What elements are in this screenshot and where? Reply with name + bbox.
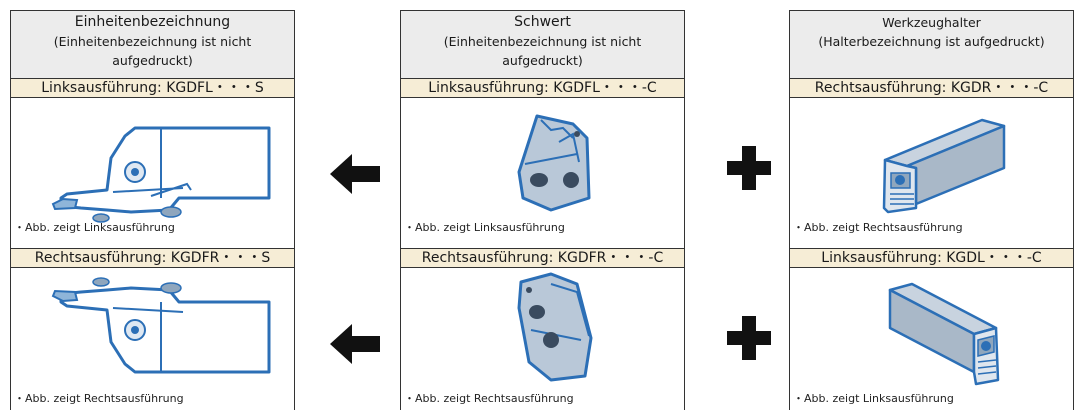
blade-illustration-right bbox=[401, 268, 684, 393]
arrow-left-icon bbox=[330, 152, 382, 196]
column-title: Schwert bbox=[514, 14, 571, 30]
column-subtitle-cont: aufgedruckt) bbox=[502, 53, 583, 68]
column-header: Einheitenbezeichnung (Einheitenbezeichnu… bbox=[11, 10, 294, 78]
variant-label: Rechtsausführung: KGDR・・・-C bbox=[790, 78, 1073, 98]
illustration-caption: ・Abb. zeigt Rechtsausführung bbox=[793, 221, 963, 234]
illustration-caption: ・Abb. zeigt Linksausführung bbox=[793, 392, 954, 405]
column-title: Werkzeughalter bbox=[882, 15, 981, 30]
plus-icon bbox=[725, 144, 773, 192]
variant-label: Linksausführung: KGDFL・・・-C bbox=[401, 78, 684, 98]
column-subtitle-cont: aufgedruckt) bbox=[112, 53, 193, 68]
column-unit: Einheitenbezeichnung (Einheitenbezeichnu… bbox=[10, 10, 295, 410]
unit-illustration-left bbox=[11, 98, 294, 228]
blade-illustration-left bbox=[401, 98, 684, 228]
variant-label: Rechtsausführung: KGDFR・・・-C bbox=[401, 248, 684, 268]
variant-label: Rechtsausführung: KGDFR・・・S bbox=[11, 248, 294, 268]
holder-illustration-left bbox=[790, 268, 1073, 393]
column-header: Werkzeughalter (Halterbezeichnung ist au… bbox=[790, 10, 1073, 78]
column-subtitle: (Einheitenbezeichnung ist nicht bbox=[53, 34, 252, 49]
unit-illustration-right bbox=[11, 268, 294, 393]
column-title: Einheitenbezeichnung bbox=[74, 14, 231, 30]
column-blade: Schwert (Einheitenbezeichnung ist nicht … bbox=[400, 10, 685, 410]
column-subtitle: (Halterbezeichnung ist aufgedruckt) bbox=[818, 34, 1045, 49]
illustration-caption: ・Abb. zeigt Rechtsausführung bbox=[14, 392, 184, 405]
column-subtitle: (Einheitenbezeichnung ist nicht bbox=[443, 34, 642, 49]
arrow-left-icon bbox=[330, 322, 382, 366]
illustration-caption: ・Abb. zeigt Linksausführung bbox=[404, 221, 565, 234]
illustration-caption: ・Abb. zeigt Linksausführung bbox=[14, 221, 175, 234]
plus-icon bbox=[725, 314, 773, 362]
holder-illustration-right bbox=[790, 98, 1073, 228]
column-header: Schwert (Einheitenbezeichnung ist nicht … bbox=[401, 10, 684, 78]
variant-label: Linksausführung: KGDL・・・-C bbox=[790, 248, 1073, 268]
illustration-caption: ・Abb. zeigt Rechtsausführung bbox=[404, 392, 574, 405]
column-holder: Werkzeughalter (Halterbezeichnung ist au… bbox=[789, 10, 1074, 410]
variant-label: Linksausführung: KGDFL・・・S bbox=[11, 78, 294, 98]
